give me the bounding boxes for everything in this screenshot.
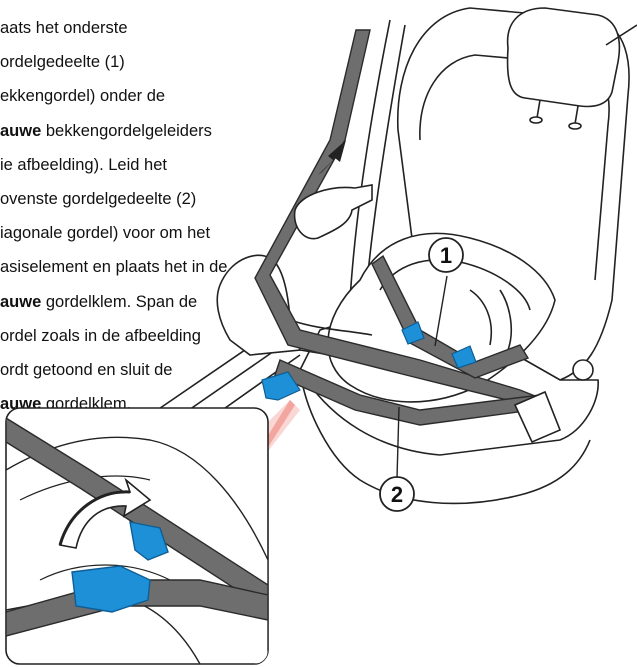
seat-backrest-panel bbox=[419, 54, 610, 281]
blue-guide-left bbox=[401, 321, 425, 345]
callout-1-leader bbox=[434, 275, 448, 347]
instruction-line: ovenste gordelgedeelte (2) bbox=[0, 190, 197, 209]
blue-clip-front bbox=[261, 371, 301, 401]
instruction-line: iagonale gordel) voor om het bbox=[0, 224, 211, 243]
carrier-handle bbox=[216, 254, 302, 356]
detail-blue-clip bbox=[71, 565, 151, 613]
instruction-line: ordel zoals in de afbeelding bbox=[0, 326, 201, 345]
detail-belt-upper bbox=[6, 416, 268, 612]
headrest bbox=[506, 7, 621, 108]
seat-cushion-front bbox=[299, 369, 591, 505]
instruction-line: aats het onderste bbox=[0, 19, 128, 38]
blue-guide-right bbox=[451, 345, 477, 369]
carrier-side-detail bbox=[469, 289, 513, 351]
hand bbox=[293, 184, 373, 240]
headrest-post bbox=[574, 105, 579, 125]
curved-arrow-icon bbox=[58, 477, 152, 549]
seat-recline-knob bbox=[572, 359, 594, 381]
callout-1-label: 1 bbox=[440, 243, 452, 268]
headrest-post-base bbox=[568, 122, 582, 130]
blue-belt-guides bbox=[261, 321, 477, 401]
instruction-line: auwe bekkengordelgeleiders bbox=[0, 121, 212, 140]
detail-inset bbox=[5, 407, 269, 665]
instruction-line: ordelgedeelte (1) bbox=[0, 53, 125, 72]
instruction-line: asiselement en plaats het in de bbox=[0, 258, 228, 277]
instruction-line: ordt getoond en sluit de bbox=[0, 360, 173, 379]
headrest-edge-line bbox=[605, 24, 637, 46]
callout-2-label: 2 bbox=[391, 482, 403, 507]
belt-buckle bbox=[513, 390, 562, 444]
headrest-post bbox=[536, 99, 541, 119]
blue-word: auwe bbox=[0, 292, 42, 311]
callout-1-circle bbox=[428, 237, 464, 273]
lap-belt bbox=[371, 254, 530, 379]
instruction-line: auwe gordelklem. Span de bbox=[0, 292, 198, 311]
blue-word: auwe bbox=[0, 121, 42, 140]
headrest-post-base bbox=[529, 116, 543, 124]
instruction-line: ekkengordel) onder de bbox=[0, 87, 166, 106]
instruction-line: ie afbeelding). Leid het bbox=[0, 155, 167, 174]
callout-2-leader bbox=[396, 406, 400, 479]
detail-blue-clip-arm bbox=[129, 521, 169, 561]
callout-2-circle bbox=[379, 476, 415, 512]
arrow-up-right-icon bbox=[318, 140, 346, 175]
